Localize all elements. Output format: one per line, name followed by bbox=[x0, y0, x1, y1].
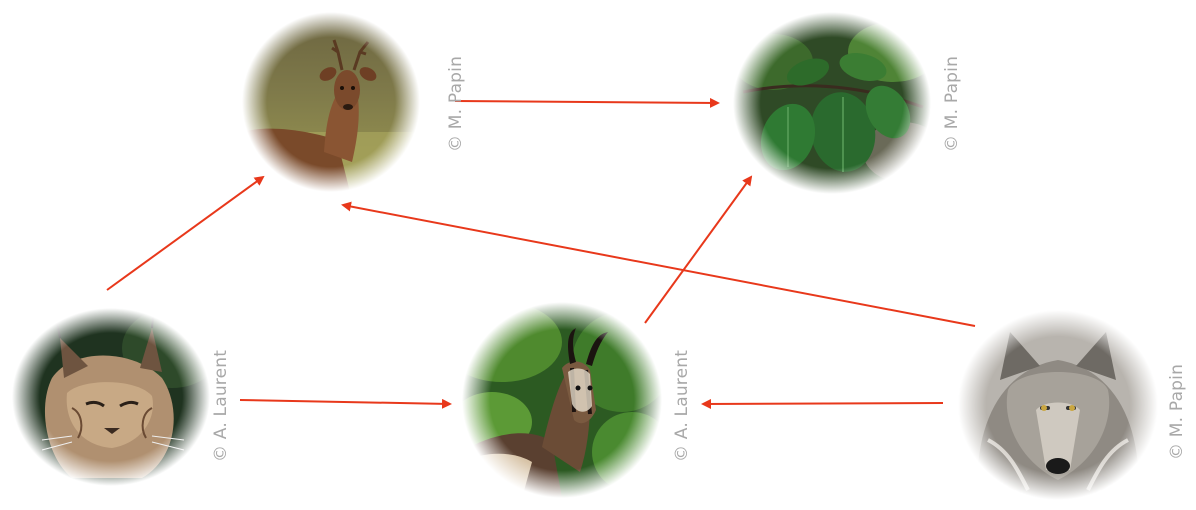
wolf-node bbox=[958, 310, 1158, 500]
deer-photo bbox=[242, 12, 420, 192]
lynx-photo-credit: © A. Laurent bbox=[211, 350, 231, 462]
chamois-photo bbox=[462, 302, 662, 498]
leaves-photo bbox=[733, 12, 931, 194]
wolf-photo-credit: © M. Papin bbox=[1167, 364, 1187, 460]
leaves-node bbox=[733, 12, 931, 194]
edge-lynx-to-chamois bbox=[240, 400, 450, 404]
deer-photo-credit: © M. Papin bbox=[446, 56, 466, 152]
leaves-photo-credit: © M. Papin bbox=[942, 56, 962, 152]
edge-wolf-to-chamois bbox=[703, 403, 943, 404]
edge-lynx-to-deer bbox=[107, 177, 263, 290]
edge-deer-to-leaves bbox=[455, 101, 718, 103]
deer-node bbox=[242, 12, 420, 192]
lynx-node bbox=[12, 308, 210, 486]
lynx-photo bbox=[12, 308, 210, 486]
wolf-photo bbox=[958, 310, 1158, 500]
chamois-node bbox=[462, 302, 662, 498]
chamois-photo-credit: © A. Laurent bbox=[672, 350, 692, 462]
